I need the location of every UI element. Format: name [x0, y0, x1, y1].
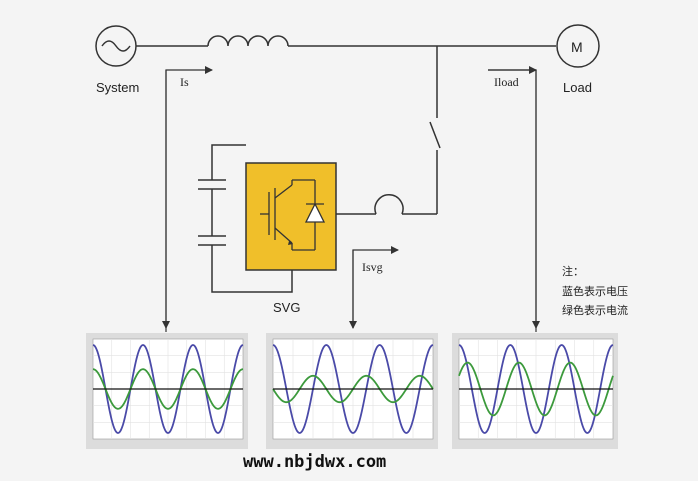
note-title: 注： — [562, 264, 584, 278]
note-current-legend: 绿色表示电流 — [562, 303, 628, 317]
watermark: www.nbjdwx.com — [243, 452, 386, 472]
diode-icon — [304, 202, 326, 223]
inductor-icon — [207, 35, 289, 47]
current-waveform — [458, 361, 614, 417]
svg-device-label: SVG — [273, 300, 300, 315]
note-voltage-legend: 蓝色表示电压 — [562, 284, 628, 298]
coupling-reactor-icon — [374, 194, 404, 215]
iload-arrow — [488, 66, 537, 332]
system-source-icon — [95, 25, 137, 67]
is-arrow — [165, 66, 213, 332]
motor-icon — [556, 24, 600, 68]
voltage-waveform — [92, 344, 244, 434]
igbt-icon — [260, 179, 316, 251]
isvg-label: Isvg — [362, 260, 383, 274]
load-label: Load — [563, 80, 592, 95]
iload-label: Iload — [494, 75, 519, 89]
is-label: Is — [180, 75, 189, 89]
voltage-waveform — [458, 344, 614, 434]
motor-symbol: M — [571, 39, 583, 55]
dc-capacitor-icon — [198, 144, 293, 293]
isvg-arrow — [349, 246, 399, 329]
voltage-waveform — [272, 344, 434, 434]
current-waveform — [92, 368, 244, 410]
svg-branch-line — [402, 46, 441, 215]
svg-device-box — [245, 162, 337, 271]
system-label: System — [96, 80, 139, 95]
